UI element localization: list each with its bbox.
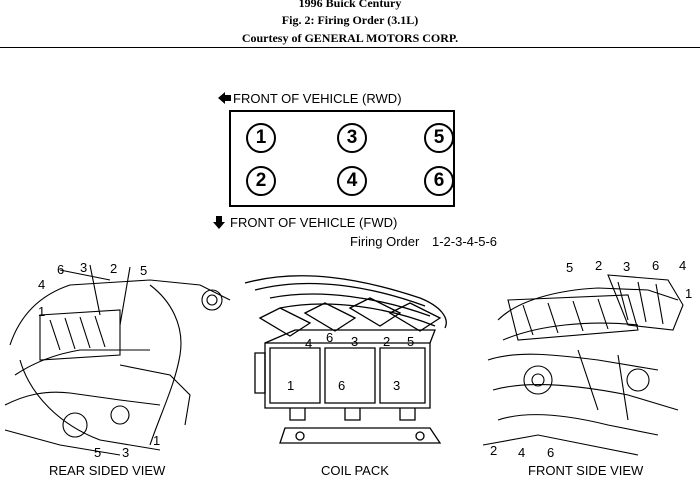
front-of-vehicle-fwd-label: FRONT OF VEHICLE (FWD) [230,215,398,230]
rear-callout-3b: 3 [122,445,130,460]
front-side-view-caption: FRONT SIDE VIEW [528,463,644,478]
arrow-down-icon [213,216,225,229]
rear-callout-2: 2 [110,261,118,276]
rear-callout-4: 4 [38,277,46,292]
rear-callout-5: 5 [140,263,148,278]
coil-pack-illustration [244,275,447,444]
coil-body-1: 1 [287,378,295,393]
header-figure-title: Fig. 2: Firing Order (3.1L) [281,13,419,27]
firing-order-value: 1-2-3-4-5-6 [432,234,498,249]
rear-callout-6: 6 [57,262,65,277]
coil-tower-4: 4 [305,336,313,351]
front-callout-3: 3 [623,259,631,274]
front-callout-5: 5 [566,260,574,275]
header-vehicle: 1996 Buick Century [298,0,402,10]
rear-callout-1b: 1 [153,433,161,448]
front-callout-2b: 2 [490,443,498,458]
coil-body-3: 3 [393,378,401,393]
coil-tower-5: 5 [407,334,415,349]
rear-sided-view-illustration [4,264,231,456]
front-callout-6b: 6 [547,445,555,460]
header-divider [0,47,700,48]
front-callout-4: 4 [679,258,687,273]
header-courtesy: Courtesy of GENERAL MOTORS CORP. [241,31,459,45]
coil-tower-2: 2 [383,334,391,349]
front-of-vehicle-rwd-label: FRONT OF VEHICLE (RWD) [233,91,402,106]
front-side-view-illustration [482,274,684,456]
coil-pack-caption: COIL PACK [321,463,389,478]
cylinder-1: 1 [246,123,276,153]
coil-body-6: 6 [338,378,346,393]
rear-sided-view-caption: REAR SIDED VIEW [49,463,166,478]
front-callout-2: 2 [595,258,603,273]
front-callout-1: 1 [685,286,693,301]
cylinder-4: 4 [337,166,367,196]
cylinder-6: 6 [424,166,454,196]
firing-order-label: Firing Order [350,234,420,249]
cylinder-5: 5 [424,123,454,153]
rear-callout-1: 1 [38,304,46,319]
arrow-left-icon [218,92,231,104]
rear-callout-5b: 5 [94,445,102,460]
cylinder-2: 2 [246,166,276,196]
rear-callout-3: 3 [80,260,88,275]
cylinder-layout-box: 1 3 5 2 4 6 [229,110,455,207]
cylinder-3: 3 [337,123,367,153]
front-callout-6: 6 [652,258,660,273]
coil-tower-3: 3 [351,334,359,349]
coil-tower-6: 6 [326,330,334,345]
front-callout-4b: 4 [518,445,526,460]
